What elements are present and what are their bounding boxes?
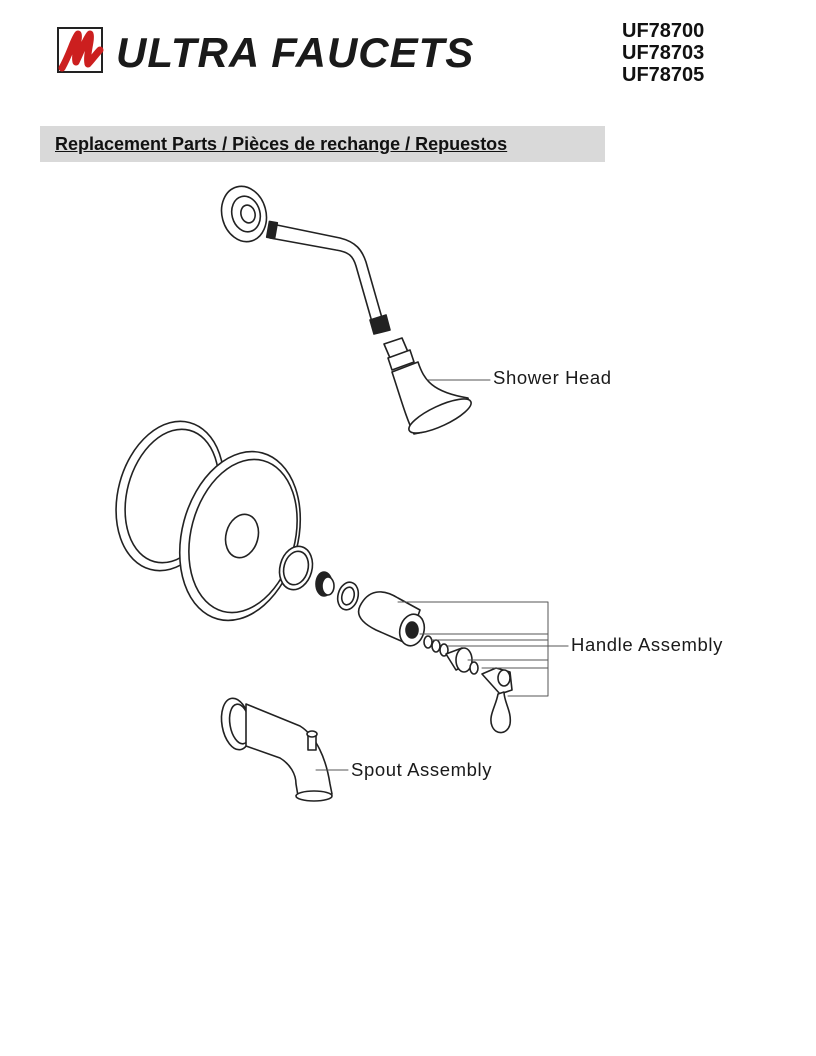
section-title: Replacement Parts / Pièces de rechange /… (55, 134, 508, 154)
model-number: UF78703 (622, 42, 705, 64)
model-number: UF78700 (622, 20, 705, 42)
handle-hub (445, 647, 473, 673)
model-numbers: UF78700 UF78703 UF78705 (622, 20, 704, 86)
lever-handle (481, 667, 513, 734)
callout-spout-assembly: Spout Assembly (351, 759, 493, 780)
brand-name: ULTRA FAUCETS (116, 29, 475, 76)
brand-logo-mark (56, 24, 108, 74)
shower-head (383, 337, 472, 435)
trim-plate (178, 450, 302, 622)
shower-arm (265, 220, 391, 335)
adapter (315, 571, 335, 597)
handle-sleeve (357, 591, 426, 647)
model-number: UF78705 (622, 64, 705, 86)
section-header-bar (40, 126, 605, 162)
tub-spout (220, 697, 333, 802)
handle-callout-lines (397, 601, 569, 697)
shower-flange (220, 185, 268, 243)
callout-handle-assembly: Handle Assembly (571, 634, 723, 655)
callout-shower-head: Shower Head (493, 367, 612, 388)
